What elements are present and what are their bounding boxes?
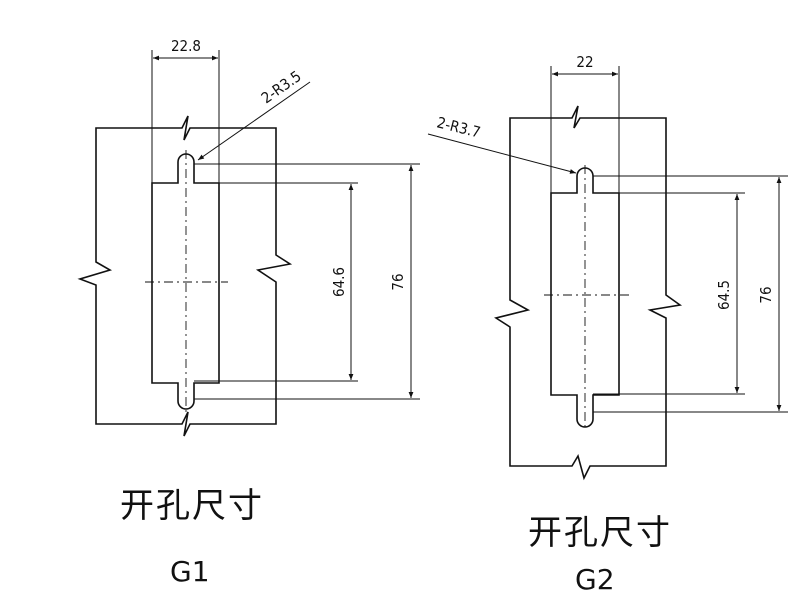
- g1-cutout: [151, 153, 220, 410]
- g1-drawing: [77, 50, 420, 437]
- g1-outer-height-value: 76: [389, 273, 407, 290]
- g2-cutout: [550, 167, 620, 428]
- g2-radius-leader: [427, 133, 577, 174]
- g2-panel-outline: [494, 105, 683, 481]
- g2-width-dimension: [550, 66, 620, 193]
- g1-radius-leader: [197, 81, 311, 161]
- g2-outer-height-value: 76: [757, 286, 775, 303]
- g2-label: G2: [575, 563, 615, 596]
- g1-radius-value: 2-R3.5: [258, 67, 305, 107]
- g1-width-dimension: [151, 50, 220, 183]
- g1-panel-outline: [77, 115, 293, 437]
- g2-inner-height-value: 64.5: [715, 280, 733, 310]
- g2-drawing: [427, 66, 788, 481]
- g1-caption: 开孔尺寸: [120, 486, 264, 526]
- g1-width-value: 22.8: [171, 37, 201, 55]
- g1-label: G1: [170, 555, 210, 588]
- g1-height-dimensions: [194, 163, 420, 400]
- g2-caption: 开孔尺寸: [528, 513, 672, 553]
- g2-height-dimensions: [593, 175, 788, 413]
- g1-inner-height-value: 64.6: [330, 267, 348, 297]
- g2-width-value: 22: [576, 53, 593, 71]
